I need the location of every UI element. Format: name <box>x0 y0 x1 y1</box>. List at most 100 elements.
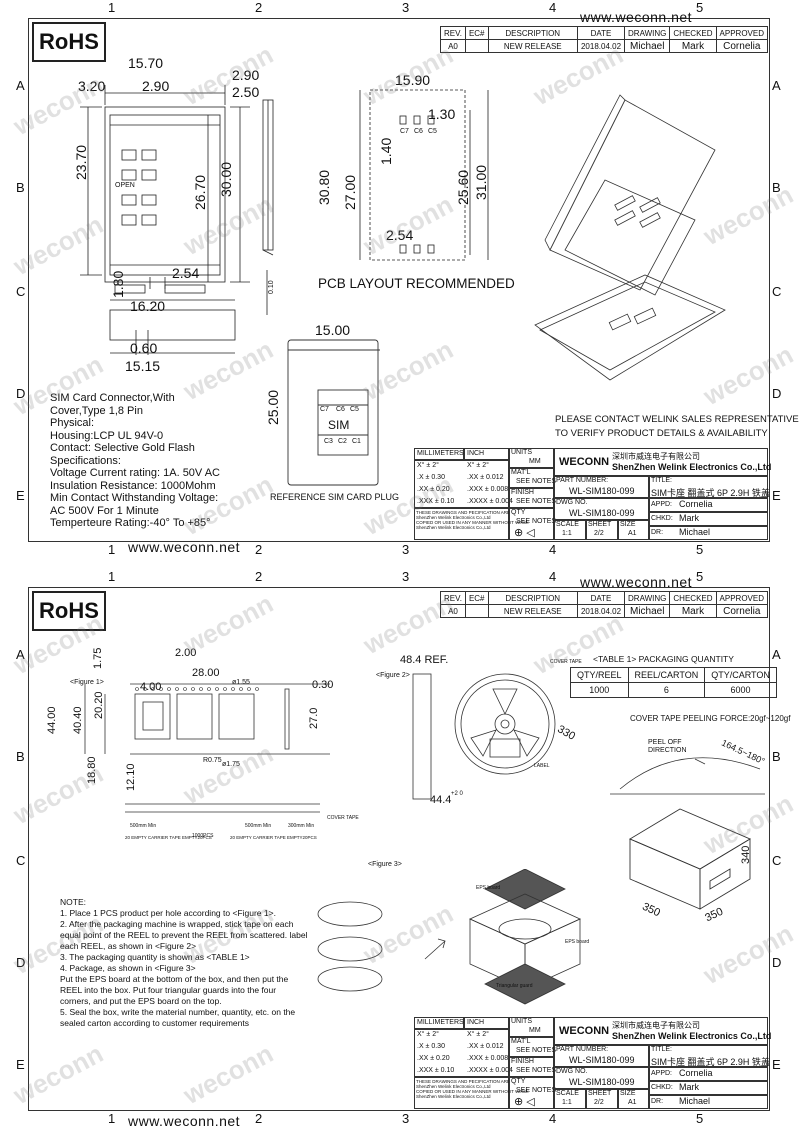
tape-dim-28-00: 28.00 <box>192 667 220 679</box>
note-line: Put the EPS board at the bottom of the b… <box>60 974 289 984</box>
table-1-header: QTY/REEL <box>570 667 629 683</box>
sim-height-dim: 25.00 <box>265 389 281 425</box>
scale-label: SCALE <box>556 1090 579 1097</box>
table-1-title: <TABLE 1> PACKAGING QUANTITY <box>593 654 734 664</box>
zone-col-3: 3 <box>402 0 410 15</box>
tol-row-3-in: .XXX ± 0.008 <box>467 486 509 493</box>
checked-header: CHECKED <box>669 591 717 605</box>
appd-label: APPD: <box>651 1070 673 1077</box>
dim-2-54-top: 2.54 <box>172 265 200 281</box>
drawing-sheet-1: 1 2 3 4 5 1 2 3 4 5 A B C D E A B C D E … <box>0 0 800 560</box>
inch-label: INCH <box>467 1019 485 1026</box>
tol-row-4-mm: .XXX ± 0.10 <box>417 1067 455 1074</box>
sheet-frame <box>28 587 770 1111</box>
spec-line: Specifications: <box>50 454 121 467</box>
description-value: NEW RELEASE <box>487 39 578 53</box>
zone-col-4-bottom: 4 <box>549 1111 557 1126</box>
dr-value: Michael <box>679 527 711 537</box>
date-header: DATE <box>576 26 626 40</box>
disclaimer-3: COPIED OR USED IN ANY MANNER WITHOUT Wel… <box>416 520 529 525</box>
packing-sequence-drawing <box>317 869 581 1005</box>
matl-value: SEE NOTES <box>516 478 557 485</box>
zone-row-b-right: B <box>772 749 781 764</box>
matl-label: MAT'L <box>511 1038 531 1045</box>
peel-direction-diagram <box>610 757 765 795</box>
zone-col-1: 1 <box>108 569 116 584</box>
approved-header: APPROVED <box>715 591 769 605</box>
pcb-dim-1-40: 1.40 <box>378 137 394 165</box>
tol-row-2-in: .XX ± 0.012 <box>467 1043 504 1050</box>
spec-line: Insulation Resistance: 1000Mohm <box>50 479 216 492</box>
tape-dim-hole-2: ø1.75 <box>222 761 240 768</box>
dim-0-60: 0.60 <box>130 340 158 356</box>
zone-col-3: 3 <box>402 569 410 584</box>
contact-notice-line-2: TO VERIFY PRODUCT DETAILS & AVAILABILITY <box>555 428 768 439</box>
carton-dim-height: 340 <box>740 845 752 864</box>
zone-col-2-bottom: 2 <box>255 542 263 557</box>
zone-row-a: A <box>16 647 25 662</box>
dim-2-90: 2.90 <box>142 78 170 94</box>
drawing-value: Michael <box>624 39 671 53</box>
tol-row-3-mm: .XX ± 0.20 <box>417 486 450 493</box>
zone-row-d: D <box>16 386 26 401</box>
website-url[interactable]: www.weconn.net <box>580 9 693 25</box>
note-line: REEL into the box. Put four triangular g… <box>60 985 277 995</box>
appd-value: Cornelia <box>679 1068 713 1078</box>
reference-sim-card <box>287 339 380 486</box>
revision-table: REV. EC# DESCRIPTION DATE DRAWING CHECKE… <box>440 591 769 618</box>
zone-col-4-bottom: 4 <box>549 542 557 557</box>
zone-row-e-right: E <box>772 1057 781 1072</box>
tape-dim-40-40: 40.40 <box>72 706 84 734</box>
units-label: UNITS <box>511 1018 532 1025</box>
pcb-layout <box>359 89 489 261</box>
crosshair-icon: ⊕ ◁ <box>514 1096 535 1108</box>
zone-row-e: E <box>16 488 25 503</box>
packaging-notes: NOTE: 1. Place 1 PCS product per hole ac… <box>60 897 307 1029</box>
chkd-value: Mark <box>679 1082 699 1092</box>
date-header: DATE <box>576 591 626 605</box>
pcb-dim-30-80: 30.80 <box>316 169 332 205</box>
tape-dim-44-00: 44.00 <box>46 706 58 734</box>
pcb-dim-2-54: 2.54 <box>386 227 414 243</box>
table-1-cell: 6 <box>627 682 706 698</box>
dr-label: DR: <box>651 529 664 536</box>
side-dim-0-10: 0.10 <box>268 280 275 294</box>
pcb-pad-c6: C6 <box>414 128 423 135</box>
website-url-bottom[interactable]: www.weconn.net <box>128 539 241 555</box>
dim-26-70: 26.70 <box>192 174 208 210</box>
title-label: TITLE: <box>651 1046 673 1053</box>
sim-contact-c3: C3 <box>324 438 333 445</box>
zone-row-c-right: C <box>772 853 782 868</box>
connector-top-view <box>80 85 250 355</box>
website-url-bottom[interactable]: www.weconn.net <box>128 1113 241 1129</box>
note-line: 3. The packaging quantity is shown as <T… <box>60 952 250 962</box>
approved-header: APPROVED <box>715 26 769 40</box>
spec-line: SIM Card Connector,With <box>50 392 175 404</box>
part-number-label: PART NUMBER: <box>556 1046 609 1053</box>
packaging-quantity-table: QTY/REEL REEL/CARTON QTY/CARTON 1000 6 6… <box>570 667 777 698</box>
carton-box <box>629 808 751 910</box>
side-dim-2-90: 2.90 <box>232 67 260 83</box>
connector-isometric-views <box>534 94 726 381</box>
company-cn: 深圳市威连电子有限公司 <box>612 452 700 461</box>
tape-dim-1-75: 1.75 <box>92 647 104 669</box>
website-url[interactable]: www.weconn.net <box>580 574 693 590</box>
zone-row-b: B <box>16 180 25 195</box>
zone-col-3-bottom: 3 <box>402 542 410 557</box>
tol-row-2-mm: .X ± 0.30 <box>417 1043 445 1050</box>
tape-dim-0-30: 0.30 <box>312 679 334 691</box>
scale-value: 1:1 <box>562 1099 572 1106</box>
sim-contact-c2: C2 <box>338 438 347 445</box>
dwg-label: DWG NO. <box>556 1068 588 1075</box>
pcb-pad-c5: C5 <box>428 128 437 135</box>
checked-value: Mark <box>669 39 717 53</box>
size-value: A1 <box>628 530 637 537</box>
tol-row-4-in: .XXXX ± 0.004 <box>467 498 513 505</box>
sim-contact-c1: C1 <box>352 438 361 445</box>
zone-col-3-bottom: 3 <box>402 1111 410 1126</box>
tol-row-1-in: X° ± 2° <box>467 462 489 469</box>
figure-2-label: <Figure 2> <box>376 672 410 679</box>
approved-value: Cornelia <box>715 604 769 618</box>
finish-label: FINISH <box>511 1058 534 1065</box>
dwg-no: WL-SIM180-099 <box>569 1077 635 1087</box>
